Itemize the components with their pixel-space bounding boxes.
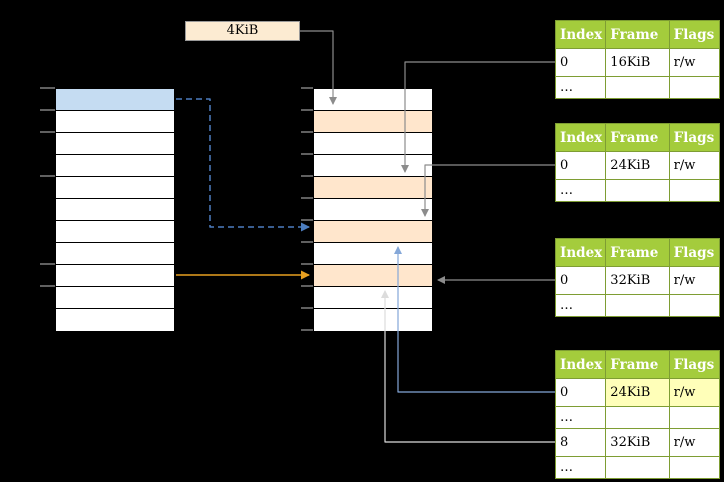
cell-frame <box>605 76 670 99</box>
header-frame: Frame <box>605 20 670 49</box>
physical-memory-row <box>314 89 432 111</box>
header-index: Index <box>554 238 607 267</box>
cell-frame: 16KiB <box>605 48 670 77</box>
virtual-memory-row <box>56 243 174 265</box>
cell-flags <box>668 76 721 99</box>
cell-flags <box>668 179 721 202</box>
page-table-3: Index Frame Flags 0 32KiB r/w … <box>554 238 721 317</box>
physical-memory-row <box>314 309 432 331</box>
arrow-virtual-blue-page-to-frame <box>176 98 310 232</box>
physical-memory-row <box>314 155 432 177</box>
header-index: Index <box>554 350 607 379</box>
ellipsis-row: … <box>554 294 721 317</box>
virtual-memory-row <box>56 287 174 309</box>
cell-index: 0 <box>554 378 607 407</box>
cell-index: 0 <box>554 151 607 180</box>
ellipsis-row: … <box>554 76 721 99</box>
cell-frame <box>605 406 670 429</box>
page-table-entry-row: 0 16KiB r/w <box>554 48 721 77</box>
cell-flags: r/w <box>668 48 721 77</box>
header-frame: Frame <box>605 123 670 152</box>
arrow-table2-entry-to-frame-24kib <box>421 164 555 217</box>
cell-frame: 32KiB <box>605 266 670 295</box>
page-table-entry-row: 8 32KiB r/w <box>554 428 721 457</box>
cell-flags <box>668 406 721 429</box>
cell-flags: r/w <box>668 428 721 457</box>
frame-16kib-row <box>314 177 432 199</box>
cell-flags: r/w <box>668 151 721 180</box>
virtual-memory-row <box>56 133 174 155</box>
page-table-entry-row: 0 32KiB r/w <box>554 266 721 295</box>
virtual-memory-row <box>56 221 174 243</box>
physical-memory-row <box>314 133 432 155</box>
page-table-header-row: Index Frame Flags <box>554 123 721 152</box>
cell-frame <box>605 294 670 317</box>
cell-frame <box>605 179 670 202</box>
virtual-memory-row <box>56 111 174 133</box>
cell-frame-highlighted: 24KiB <box>605 378 670 407</box>
cell-frame: 32KiB <box>605 428 670 457</box>
header-flags: Flags <box>668 238 721 267</box>
header-flags: Flags <box>668 350 721 379</box>
physical-memory-row <box>314 243 432 265</box>
page-size-label: 4KiB <box>226 23 259 38</box>
virtual-memory-row <box>56 199 174 221</box>
frame-24kib-row <box>314 221 432 243</box>
header-flags: Flags <box>668 20 721 49</box>
cell-flags <box>668 294 721 317</box>
frame-4kib-row <box>314 111 432 133</box>
header-frame: Frame <box>605 238 670 267</box>
cell-frame <box>605 456 670 479</box>
cell-index: … <box>554 456 607 479</box>
left-tick-marks <box>40 87 55 287</box>
ellipsis-row: … <box>554 406 721 429</box>
virtual-memory-row <box>56 309 174 331</box>
ellipsis-row: … <box>554 456 721 479</box>
page-table-2: Index Frame Flags 0 24KiB r/w … <box>554 123 721 202</box>
virtual-memory-map <box>55 88 175 332</box>
header-index: Index <box>554 20 607 49</box>
cell-index: 8 <box>554 428 607 457</box>
virtual-page-orange-row <box>56 265 174 287</box>
cell-index: … <box>554 294 607 317</box>
physical-memory-row <box>314 199 432 221</box>
cell-index: 0 <box>554 48 607 77</box>
physical-memory-map <box>313 88 433 332</box>
page-table-entry-row-highlighted: 0 24KiB r/w <box>554 378 721 407</box>
header-index: Index <box>554 123 607 152</box>
page-table-4: Index Frame Flags 0 24KiB r/w … 8 32KiB … <box>554 350 721 479</box>
header-frame: Frame <box>605 350 670 379</box>
cell-flags <box>668 456 721 479</box>
physical-memory-row <box>314 287 432 309</box>
cell-index: 0 <box>554 266 607 295</box>
cell-frame: 24KiB <box>605 151 670 180</box>
page-table-header-row: Index Frame Flags <box>554 20 721 49</box>
frame-32kib-row <box>314 265 432 287</box>
page-table-header-row: Index Frame Flags <box>554 238 721 267</box>
virtual-memory-row <box>56 177 174 199</box>
cell-index: … <box>554 406 607 429</box>
page-table-entry-row: 0 24KiB r/w <box>554 151 721 180</box>
ellipsis-row: … <box>554 179 721 202</box>
virtual-memory-row <box>56 155 174 177</box>
middle-tick-marks <box>301 87 313 331</box>
cell-flags: r/w <box>668 266 721 295</box>
page-size-box: 4KiB <box>185 21 300 41</box>
cell-index: … <box>554 179 607 202</box>
page-table-header-row: Index Frame Flags <box>554 350 721 379</box>
header-flags: Flags <box>668 123 721 152</box>
virtual-page-mapped-row <box>56 89 174 111</box>
cell-index: … <box>554 76 607 99</box>
cell-flags-highlighted: r/w <box>668 378 721 407</box>
page-table-1: Index Frame Flags 0 16KiB r/w … <box>554 20 721 99</box>
